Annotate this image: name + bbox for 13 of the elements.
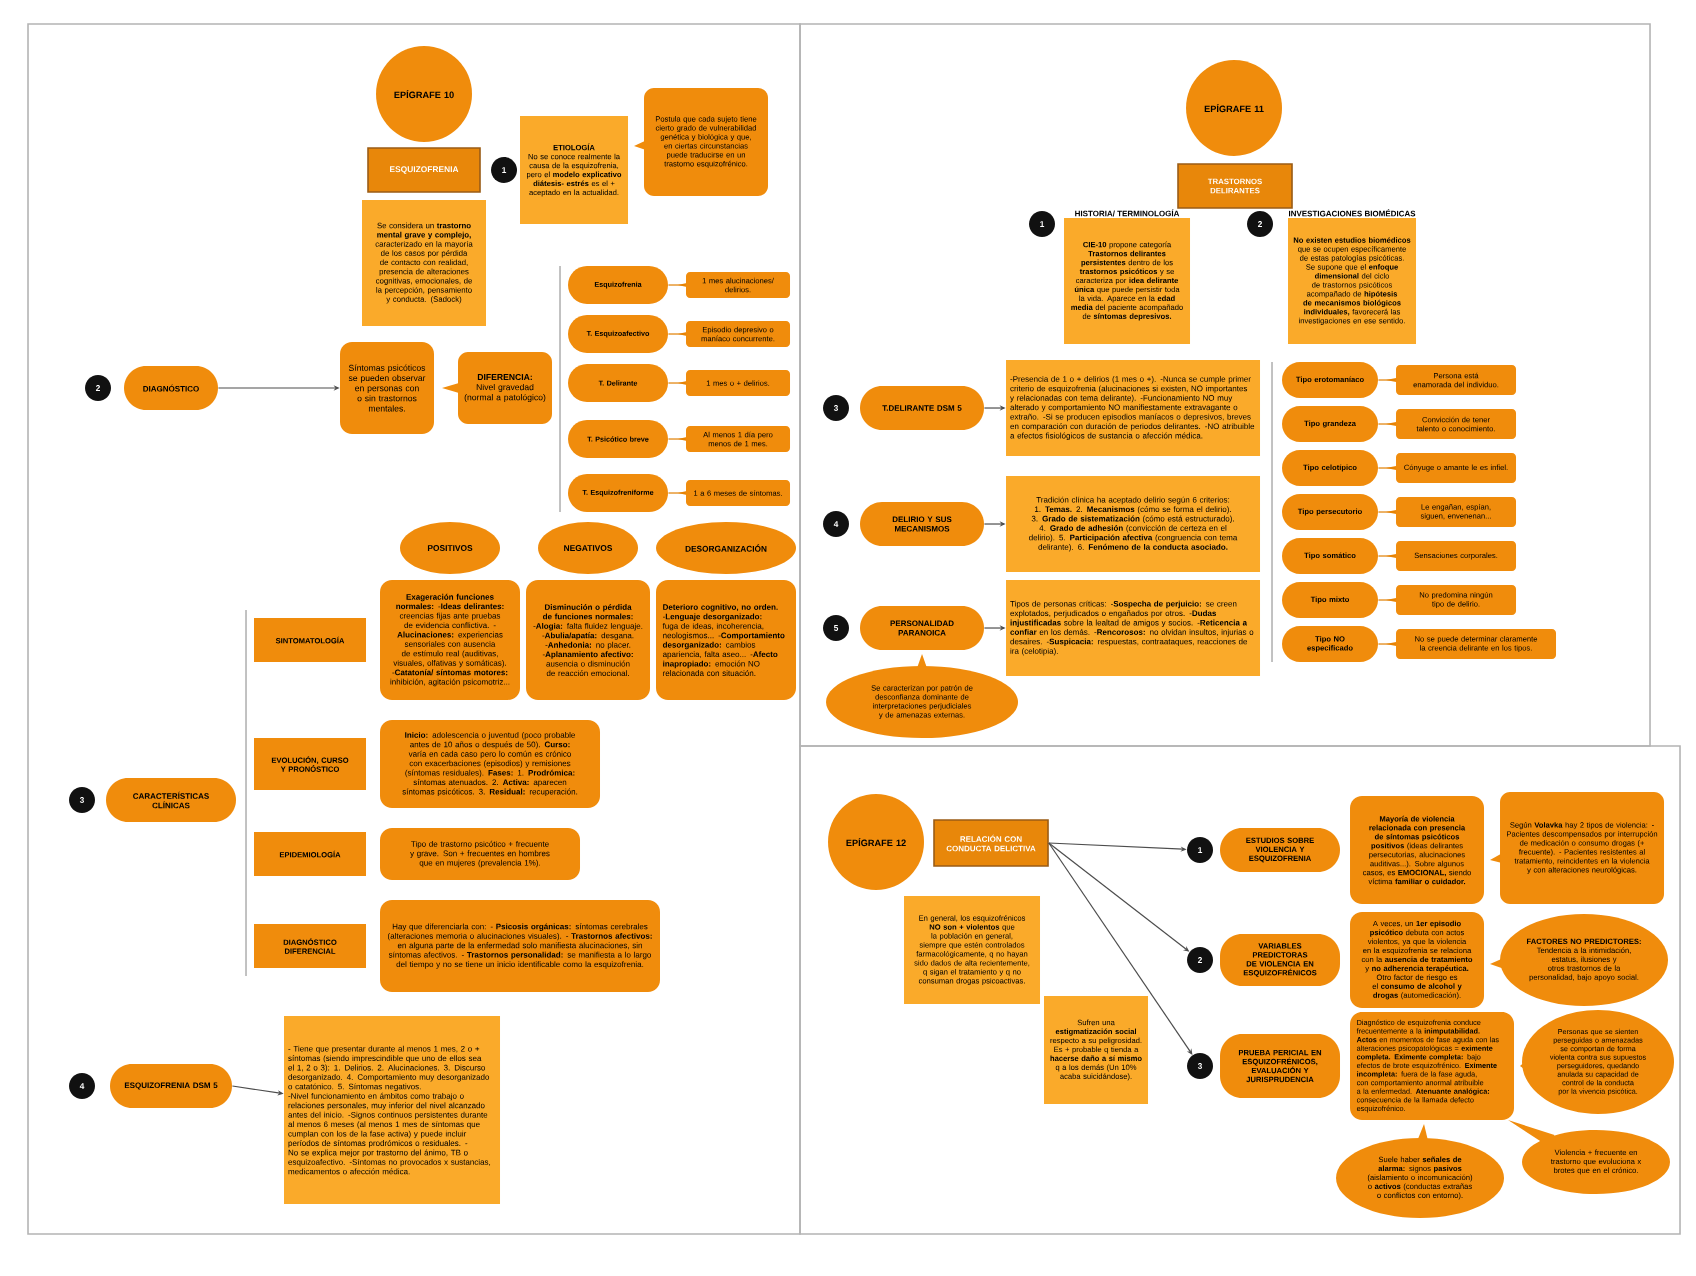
connector-line <box>1377 379 1397 381</box>
connector-line <box>1377 599 1397 601</box>
connector-line <box>1377 511 1397 513</box>
connector-line <box>1377 555 1397 557</box>
arrow <box>1048 842 1193 1055</box>
connector-line <box>1377 643 1397 645</box>
connector-line <box>667 284 687 286</box>
connector-line <box>667 438 687 440</box>
connector-line <box>667 333 687 335</box>
connector-line <box>667 492 687 494</box>
connector-line <box>1377 467 1397 469</box>
connector-line <box>667 382 687 384</box>
connector-line <box>1377 423 1397 425</box>
